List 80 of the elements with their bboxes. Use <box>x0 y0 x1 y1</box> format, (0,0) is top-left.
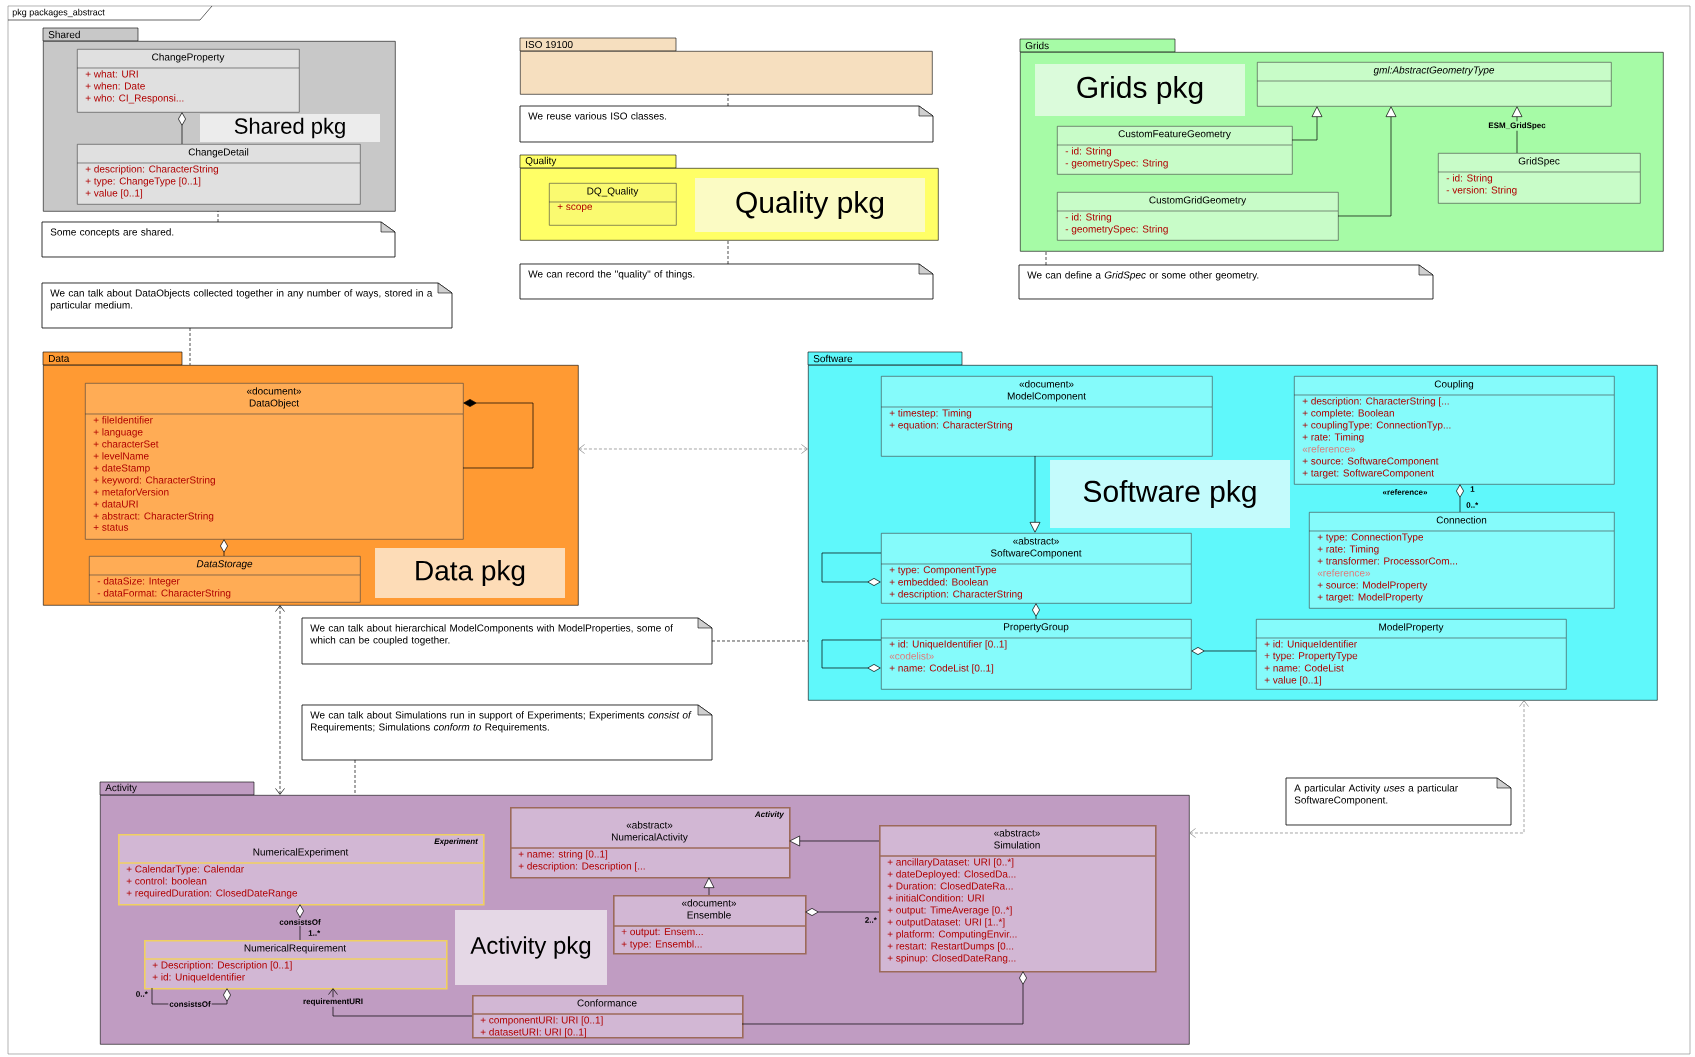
class-box: PropertyGroup + id: UniqueIdentifier [0..1] «codelist» + name: CodeList [0..1] <box>880 619 1192 690</box>
note-link <box>189 327 191 366</box>
edge-label: consistsOf <box>168 1000 212 1008</box>
generalization-arrow <box>1337 106 1397 217</box>
edge-label: requirementURI <box>302 997 364 1007</box>
multiplicity-label: 0..* <box>1466 502 1479 508</box>
dependency-arrow <box>1189 700 1529 838</box>
aggregation-line <box>805 908 880 916</box>
note: A particular Activity uses a particular SoftwareComponent. <box>1285 777 1512 826</box>
node-label: Software <box>813 354 853 363</box>
package-caption: Quality pkg <box>695 178 925 232</box>
edge-label: consistsOf <box>278 918 322 926</box>
package-caption: Shared pkg <box>200 114 380 142</box>
aggregation-line <box>178 112 186 145</box>
dependency-arrow <box>578 444 808 454</box>
class-box: GridSpec - id: String - version: String <box>1437 153 1641 204</box>
multiplicity-label: 1 <box>1470 486 1475 492</box>
node-label: ISO 19100 <box>526 40 573 49</box>
class-box: gml:AbstractGeometryType <box>1256 62 1612 107</box>
note: We reuse various ISO classes. <box>519 105 934 143</box>
multiplicity-label: 2..* <box>865 917 877 923</box>
note-link <box>354 759 356 796</box>
aggregation-line <box>1032 603 1040 620</box>
aggregation-line <box>741 971 1027 1025</box>
class-box: ModelProperty + id: UniqueIdentifier + type: PropertyType + name: CodeList + value [0..1] <box>1255 619 1567 690</box>
class-box: «document» DataObject + fileIdentifier + language + characterSet + levelName + dateStamp + keyword: CharacterString + metaforVersion + dataURI + abstract: CharacterString + status <box>84 383 464 540</box>
package-caption: Data pkg <box>375 548 565 598</box>
note-link <box>727 239 729 265</box>
edge-label: «reference» <box>1381 488 1429 496</box>
class-box: Conformance + componentURI: URI [0..1] + datasetURI: URI [0..1] <box>471 995 744 1039</box>
class-box: ChangeDetail + description: CharacterString + type: ChangeType [0..1] + value [0..1] <box>76 144 361 205</box>
generalization-arrow <box>1511 106 1523 154</box>
class-box: DataStorage - dataSize: Integer - dataFormat: CharacterString <box>88 556 361 603</box>
association-arrow <box>328 988 473 1017</box>
class-box: «document» Ensemble + output: Ensem... + type: Ensembl... <box>612 895 807 955</box>
aggregation-line <box>1456 484 1464 513</box>
aggregation-line <box>1191 647 1257 655</box>
class-box: Activity «abstract» NumericalActivity + name: string [0..1] + description: Description [... <box>509 807 791 879</box>
class-box: DQ_Quality + scope <box>548 183 677 226</box>
package-caption: Software pkg <box>1050 460 1290 528</box>
class-box: Experiment NumericalExperiment + CalendarType: Calendar + control: boolean + requiredDuration: ClosedDateRange <box>117 834 485 906</box>
edge-label: ESM_GridSpec <box>1487 121 1547 131</box>
note: We can define a GridSpec or some other geometry. <box>1018 264 1434 300</box>
note-link <box>1045 250 1047 266</box>
note-link <box>711 640 809 642</box>
aggregation-line <box>296 904 304 941</box>
class-box: NumericalRequirement + Description: Description [0..1] + id: UniqueIdentifier <box>143 940 448 990</box>
node-label: Data <box>49 355 70 362</box>
node-label: Quality <box>525 156 557 167</box>
class-box: «abstract» Simulation + ancillaryDataset: URI [0..*] + dateDeployed: ClosedDa... + Duration: ClosedDateRa... + initialCondition: URI + output: TimeAverage [0..*] + outputDataset: URI [1..*] + platform: ComputingEnvir... + restart: RestartDumps [0... + spinup: ClosedDateRang... <box>878 825 1157 973</box>
class-box: «document» ModelComponent + timestep: Timing + equation: CharacterString <box>880 376 1213 457</box>
aggregation-line <box>220 539 228 557</box>
class-box: Connection + type: ConnectionType + rate: Timing + transformer: ProcessorCom... «reference» + source: ModelProperty + target: ModelProperty <box>1308 512 1615 609</box>
class-box: Coupling + description: CharacterString [... + complete: Boolean + couplingType: ConnectionTyp... + rate: Timing «reference» + source: SoftwareComponent + target: SoftwareComponent <box>1293 376 1615 485</box>
generalization-arrow <box>1029 455 1041 533</box>
generalization-arrow <box>703 877 715 896</box>
multiplicity-label: 0..* <box>136 991 148 997</box>
dependency-arrow <box>275 605 285 795</box>
class-box: ChangeProperty + what: URI + when: Date + who: CI_Responsi... <box>76 49 300 113</box>
note-link <box>727 93 729 107</box>
aggregation-line <box>462 399 534 469</box>
note: We can talk about Simulations run in support of Experiments; Experiments consist of Requirements; Simulations conform to Requirements. <box>301 704 713 761</box>
package: ISO 19100 <box>519 37 933 95</box>
generalization-arrow <box>1291 106 1323 141</box>
generalization-arrow <box>789 835 880 847</box>
class-box: CustomGridGeometry - id: String - geometrySpec: String <box>1056 192 1339 241</box>
note: Some concepts are shared. <box>41 221 396 258</box>
aggregation-line <box>821 639 882 672</box>
node-label: Shared <box>48 30 80 39</box>
node-label: Activity <box>105 783 137 794</box>
note: We can record the "quality" of things. <box>519 263 934 300</box>
note: We can talk about DataObjects collected together in any number of ways, stored in a particular medium. <box>41 282 453 329</box>
package-caption: Grids pkg <box>1035 64 1245 116</box>
class-box: CustomFeatureGeometry - id: String - geometrySpec: String <box>1056 126 1293 175</box>
class-box: «abstract» SoftwareComponent + type: ComponentType + embedded: Boolean + description: CharacterString <box>880 533 1192 604</box>
note: We can talk about hierarchical ModelComponents with ModelProperties, some of which can be coupled together. <box>301 617 713 665</box>
node-label: Grids <box>1025 41 1049 50</box>
package-caption: Activity pkg <box>455 910 607 985</box>
aggregation-line <box>821 552 882 586</box>
note-link <box>217 210 219 223</box>
